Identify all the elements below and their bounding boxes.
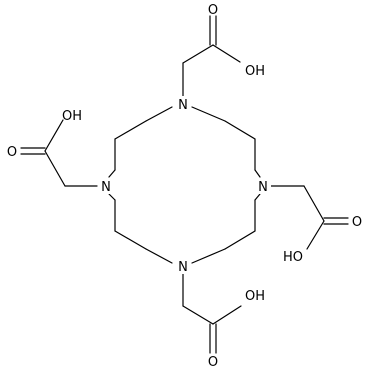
bond-c7-c8 [224,120,256,140]
bond-bottom-c-oh [212,305,242,325]
top-carbonyl-oxygen-label: O [208,3,218,18]
bond-left-c-oh [44,119,64,152]
bond-bottom-ch2-c [182,305,214,325]
atom-labels: N N N N O OH OH O O HO OH O [7,3,362,370]
left-hydroxyl-label: OH [62,109,82,124]
ring-bonds [108,106,261,264]
bond-c1-c2 [114,120,147,140]
bond-c6-nbottom [145,248,173,264]
bond-right-c-oh [306,220,325,250]
left-carbonyl-oxygen-label: O [7,145,17,160]
bond-c3-nleft [108,169,116,178]
bond-top-ch2-c [182,44,214,64]
bond-ntop-c1 [145,106,173,122]
nitrogen-top-label: N [178,98,188,113]
left-carboxymethyl-bonds [20,119,98,187]
bottom-carbonyl-oxygen-label: O [208,355,218,370]
nitrogen-left-label: N [101,180,111,195]
bond-c9-nright [254,169,261,178]
nitrogen-right-label: N [258,180,268,195]
top-hydroxyl-label: OH [245,64,265,79]
bond-left-ch2-c [44,150,66,187]
bond-c5-c6 [114,230,147,250]
bond-nleft-c4 [108,193,116,201]
bond-c11-c12 [224,230,256,250]
top-carboxymethyl-bonds [182,15,241,97]
bond-top-c-oh [212,44,241,63]
bond-right-ch2-c [303,185,325,222]
bottom-carboxymethyl-bonds [182,272,242,354]
right-carboxymethyl-bonds [269,185,349,250]
bond-c12-nbottom [191,248,226,264]
bond-nright-c10 [254,193,261,201]
nitrogen-bottom-label: N [178,260,188,275]
bond-ntop-c7 [191,106,226,122]
bottom-hydroxyl-label: OH [245,289,265,304]
right-hydroxyl-label: HO [283,250,303,265]
right-carbonyl-oxygen-label: O [352,215,362,230]
